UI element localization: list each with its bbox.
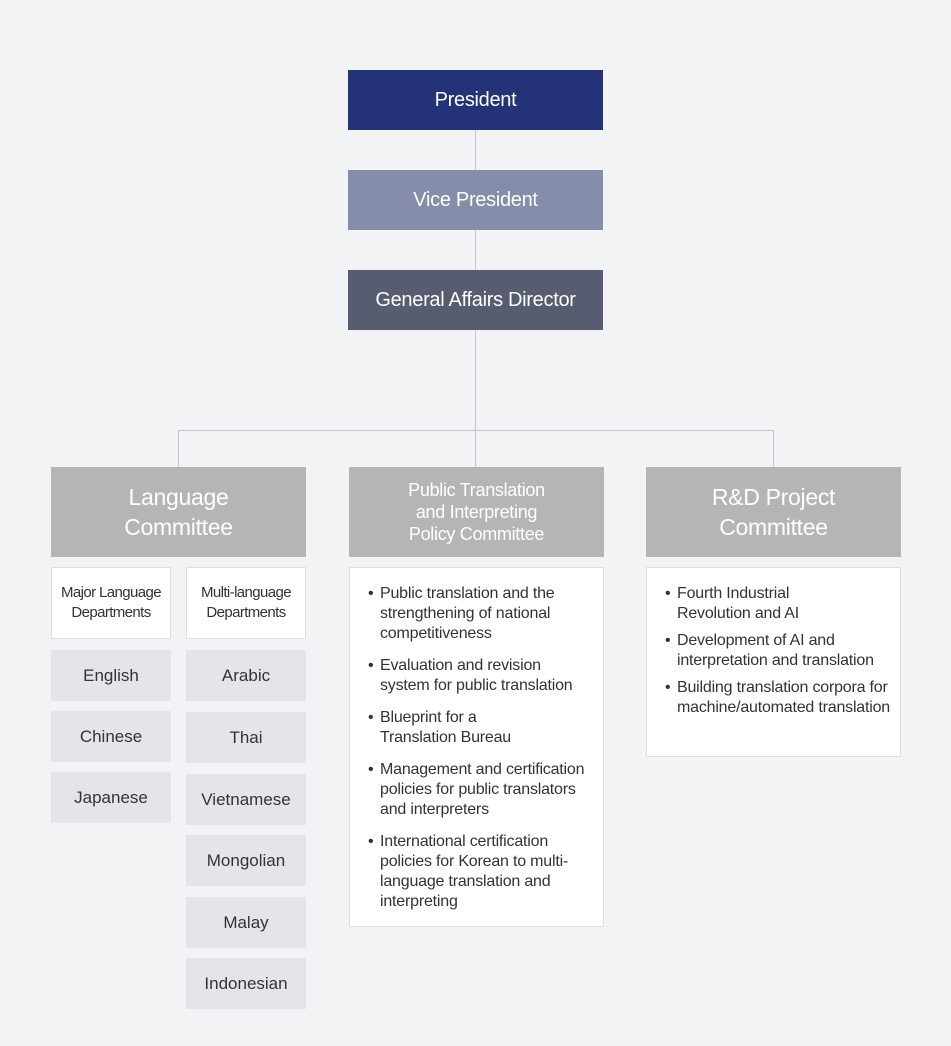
- connector-language: [178, 430, 179, 467]
- director-box: General Affairs Director: [348, 270, 603, 330]
- rnd-committee-label: R&D Project Committee: [711, 484, 836, 540]
- public-committee-label: Public Translation and Interpreting Poli…: [408, 480, 545, 544]
- language-item: Chinese: [51, 711, 171, 762]
- director-label: General Affairs Director: [375, 288, 576, 311]
- language-item: Indonesian: [186, 958, 306, 1009]
- connector-horizontal: [178, 430, 774, 431]
- language-item-label: Vietnamese: [201, 789, 291, 809]
- language-item: Vietnamese: [186, 774, 306, 825]
- list-item: Fourth Industrial Revolution and AI: [665, 584, 890, 624]
- rnd-committee-box: R&D Project Committee: [646, 467, 901, 557]
- connector-public: [475, 430, 476, 467]
- connector-rnd: [773, 430, 774, 467]
- connector-president-vice: [475, 130, 476, 170]
- major-language-header-label: Major Language Departments: [60, 584, 162, 621]
- multi-language-header-label: Multi-language Departments: [201, 584, 292, 621]
- connector-vice-director: [475, 230, 476, 270]
- language-committee-label: Language Committee: [124, 484, 233, 540]
- language-item-label: Mongolian: [206, 850, 286, 870]
- language-item-label: Malay: [223, 912, 269, 932]
- vice-president-box: Vice President: [348, 170, 603, 230]
- list-item: Management and certification policies fo…: [368, 760, 593, 820]
- language-item-label: Chinese: [79, 726, 143, 746]
- language-item-label: Japanese: [74, 787, 148, 807]
- language-item-label: Arabic: [221, 665, 271, 685]
- list-item: International certification policies for…: [368, 832, 593, 912]
- rnd-committee-list: Fourth Industrial Revolution and AI Deve…: [665, 584, 890, 718]
- language-committee-box: Language Committee: [51, 467, 306, 557]
- vice-president-label: Vice President: [413, 188, 538, 211]
- list-item: Public translation and the strengthening…: [368, 584, 593, 644]
- public-committee-panel: Public translation and the strengthening…: [349, 567, 604, 927]
- language-item: Mongolian: [186, 835, 306, 886]
- language-item: Thai: [186, 712, 306, 763]
- language-item: Malay: [186, 897, 306, 948]
- public-committee-box: Public Translation and Interpreting Poli…: [349, 467, 604, 557]
- list-item: Building translation corpora for machine…: [665, 678, 890, 718]
- rnd-committee-panel: Fourth Industrial Revolution and AI Deve…: [646, 567, 901, 757]
- list-item: Development of AI and interpretation and…: [665, 631, 890, 671]
- public-committee-list: Public translation and the strengthening…: [368, 584, 593, 912]
- multi-language-header: Multi-language Departments: [186, 567, 306, 639]
- language-item-label: Thai: [229, 727, 263, 747]
- president-label: President: [434, 88, 517, 111]
- president-box: President: [348, 70, 603, 130]
- language-item-label: Indonesian: [204, 973, 288, 993]
- major-language-header: Major Language Departments: [51, 567, 171, 639]
- language-item: Arabic: [186, 650, 306, 701]
- connector-director-down: [475, 330, 476, 431]
- list-item: Evaluation and revision system for publi…: [368, 656, 593, 696]
- language-item-label: English: [83, 665, 139, 685]
- language-item: Japanese: [51, 772, 171, 823]
- language-item: English: [51, 650, 171, 701]
- list-item: Blueprint for a Translation Bureau: [368, 708, 593, 748]
